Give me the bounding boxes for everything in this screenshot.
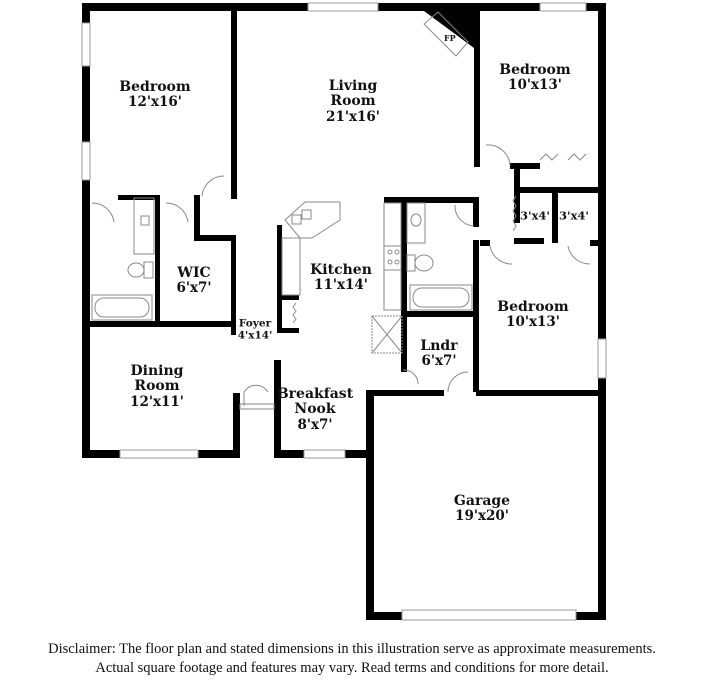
room-dimensions: 6'x7'	[176, 280, 212, 297]
room-name-line1: Dining	[130, 363, 184, 380]
room-name: Kitchen	[310, 261, 372, 278]
room-dimensions: 10'x13'	[506, 314, 560, 331]
room-name: Bedroom	[499, 61, 571, 78]
room-name: Bedroom	[119, 78, 191, 95]
room-name-line2: Room	[134, 378, 180, 395]
room-name-line2: Nook	[294, 401, 336, 418]
room-name-line2: Room	[330, 93, 376, 110]
windows	[81, 2, 607, 621]
room-laundry: Lndr 6'x7'	[420, 337, 458, 370]
floor-plan	[81, 2, 607, 621]
room-dimensions: 4'x14'	[237, 329, 273, 341]
fireplace-label: FP	[444, 33, 456, 43]
room-name-line1: Living	[328, 78, 378, 95]
room-garage: Garage 19'x20'	[453, 492, 511, 525]
room-dining-room: Dining Room 12'x11'	[130, 363, 184, 410]
room-dimensions: 11'x14'	[314, 277, 368, 294]
room-dimensions: 19'x20'	[455, 508, 509, 525]
room-name: WIC	[177, 264, 211, 281]
room-kitchen: Kitchen 11'x14'	[310, 261, 372, 294]
fixtures	[91, 11, 591, 410]
room-dimensions: 6'x7'	[421, 353, 457, 370]
room-wic: WIC 6'x7'	[176, 264, 212, 297]
room-name: Bedroom	[497, 298, 569, 315]
room-dimensions: 21'x16'	[326, 108, 380, 125]
room-bedroom-1: Bedroom 12'x16'	[119, 78, 191, 111]
room-dimensions: 10'x13'	[508, 77, 562, 94]
room-bedroom-3: Bedroom 10'x13'	[497, 298, 569, 331]
room-bedroom-2: Bedroom 10'x13'	[499, 61, 571, 94]
room-dimensions: 12'x16'	[128, 94, 182, 111]
room-closet-1: 3'x4'	[520, 210, 550, 223]
disclaimer-line-2: Actual square footage and features may v…	[95, 660, 609, 676]
room-closet-2: 3'x4'	[559, 210, 589, 223]
room-living-room: Living Room 21'x16'	[326, 78, 380, 125]
room-name-line1: Breakfast	[276, 386, 354, 403]
room-name: Garage	[453, 492, 511, 509]
room-dimensions: 3'x4'	[520, 208, 550, 223]
disclaimer: Disclaimer: The floor plan and stated di…	[0, 640, 704, 678]
room-foyer: Foyer 4'x14'	[238, 318, 273, 341]
room-dimensions: 3'x4'	[559, 208, 589, 223]
walls	[82, 3, 606, 620]
room-dimensions: 8'x7'	[297, 416, 333, 433]
room-name: Foyer	[238, 317, 272, 330]
disclaimer-line-1: Disclaimer: The floor plan and stated di…	[48, 641, 656, 657]
room-dimensions: 12'x11'	[130, 393, 184, 410]
room-breakfast-nook: Breakfast Nook 8'x7'	[276, 386, 354, 433]
room-name: Lndr	[420, 337, 458, 354]
